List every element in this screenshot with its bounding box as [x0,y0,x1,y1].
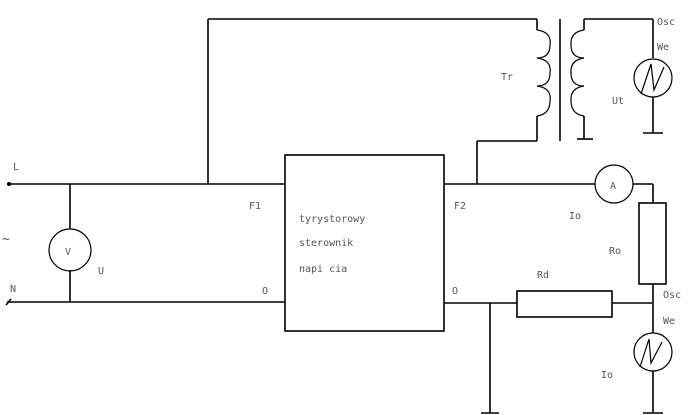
supply-phase-line [7,182,285,186]
output-neutral-label: O [452,286,458,297]
bottom-current-label: Io [601,370,613,381]
secondary-voltage-label: Ut [612,96,624,107]
oscilloscope-bottom [633,303,673,414]
ammeter [594,164,654,204]
thyristor-controller-box [284,154,445,332]
supply-neutral-line [5,298,285,306]
output-phase-label: F2 [454,201,466,212]
voltage-label: U [98,266,104,277]
transformer-label: Tr [501,72,513,83]
oscilloscope-top [633,19,673,134]
oscilloscope-bottom-input: We [663,316,675,327]
transformer [536,18,653,141]
load-resistor [638,202,667,285]
oscilloscope-top-input: We [657,42,669,53]
input-neutral-label: O [262,286,268,297]
voltmeter-symbol: V [65,247,71,258]
ground-symbol-neutral [481,303,499,414]
ammeter-symbol: A [610,181,616,192]
controller-text-line-3: napi cia [299,264,347,275]
transformer-feed-wire [207,18,537,184]
output-phase-wire [444,140,595,185]
controller-text-line-1: tyrystorowy [299,214,365,225]
oscilloscope-top-channel: Osc [657,17,675,28]
sense-resistor-label: Rd [537,270,549,281]
voltmeter [48,184,92,302]
current-label: Io [569,211,581,222]
input-phase-label: F1 [249,201,261,212]
oscilloscope-bottom-channel: Osc [663,290,681,301]
sense-resistor [516,290,613,318]
ac-symbol: ~ [2,232,10,247]
load-resistor-label: Ro [609,246,621,257]
neutral-label: N [10,284,16,295]
controller-text-line-2: sterownik [299,238,353,249]
phase-label: L [13,162,19,173]
